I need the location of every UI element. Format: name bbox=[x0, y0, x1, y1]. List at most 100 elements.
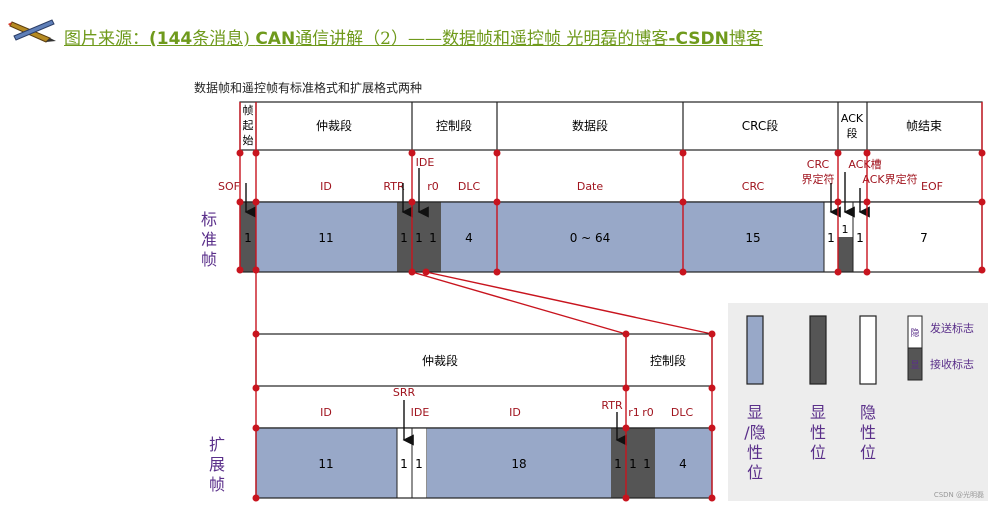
bit-data bbox=[497, 202, 683, 272]
field-date: Date bbox=[577, 180, 604, 193]
bit-ack-slot-dark bbox=[838, 237, 853, 272]
bitval-crc-delim: 1 bbox=[827, 231, 835, 245]
ext-bit-dlc bbox=[655, 428, 712, 498]
legend-panel: 显 /隐 性 位 显 性 位 隐 性 位 隐 显 发送标志 接收标志 CSDN … bbox=[728, 303, 988, 501]
field-crc-delim-1: CRC bbox=[807, 158, 830, 171]
legend-dominant-2: 性 bbox=[810, 423, 826, 442]
row-label-ext-2: 展 bbox=[209, 455, 225, 474]
ext-field-dlc: DLC bbox=[671, 406, 694, 419]
source-csdn: -CSDN bbox=[668, 29, 729, 49]
ext-bitval-id-b: 18 bbox=[511, 457, 526, 471]
field-ide: IDE bbox=[416, 156, 435, 169]
field-crc-delim-2: 界定符 bbox=[802, 172, 835, 186]
ext-bitval-dlc: 4 bbox=[679, 457, 687, 471]
ext-bitval-srr: 1 bbox=[400, 457, 408, 471]
seg-data: 数据段 bbox=[572, 118, 608, 133]
seg-sof-2: 起 bbox=[243, 119, 254, 132]
ext-seg-arbitration: 仲裁段 bbox=[422, 353, 458, 368]
extended-segment-row bbox=[255, 333, 713, 387]
legend-watermark: CSDN @光明磊 bbox=[934, 490, 984, 499]
legend-swatch-dominant bbox=[809, 315, 827, 385]
ext-field-id-b: ID bbox=[509, 406, 521, 419]
ext-bitval-ide: 1 bbox=[415, 457, 423, 471]
seg-ack-1: ACK bbox=[841, 112, 864, 125]
field-sof: SOF bbox=[218, 180, 240, 193]
field-rtr: RTR bbox=[383, 180, 405, 193]
page-header: 图片来源：(144条消息) CAN通信讲解（2）——数据帧和遥控帧 光明磊的博客… bbox=[0, 0, 994, 56]
seg-eof: 帧结束 bbox=[906, 119, 942, 133]
field-dlc: DLC bbox=[458, 180, 481, 193]
diagram-caption: 数据帧和遥控帧有标准格式和扩展格式两种 bbox=[194, 80, 422, 95]
field-id: ID bbox=[320, 180, 332, 193]
legend-dominant-1: 显 bbox=[810, 403, 826, 422]
bit-r0 bbox=[426, 202, 441, 272]
ext-bit-r0 bbox=[640, 428, 655, 498]
field-ack-slot: ACK槽 bbox=[848, 158, 881, 171]
bitval-dlc: 4 bbox=[465, 231, 473, 245]
ext-bit-r1 bbox=[626, 428, 640, 498]
ext-field-id-a: ID bbox=[320, 406, 332, 419]
legend-dominant-3: 位 bbox=[810, 443, 826, 462]
ext-bitval-id-a: 11 bbox=[318, 457, 333, 471]
bitval-ide: 1 bbox=[415, 231, 423, 245]
legend-recessive-2: 性 bbox=[860, 423, 876, 442]
source-msg: 条消息) bbox=[192, 29, 256, 49]
source-blog: 博客 bbox=[728, 29, 763, 49]
bit-sof bbox=[240, 202, 256, 272]
bit-dlc bbox=[441, 202, 497, 272]
source-link[interactable]: 图片来源：(144条消息) CAN通信讲解（2）——数据帧和遥控帧 光明磊的博客… bbox=[64, 24, 763, 49]
bitval-data: 0 ~ 64 bbox=[570, 231, 611, 245]
seg-sof-3: 始 bbox=[243, 133, 254, 147]
legend-swatch-recessive bbox=[859, 315, 877, 385]
bitval-sof: 1 bbox=[244, 231, 252, 245]
legend-mixed-1: 显 bbox=[747, 403, 763, 422]
seg-ack-2: 段 bbox=[847, 126, 858, 140]
bitval-id: 11 bbox=[318, 231, 333, 245]
ext-field-r0: r0 bbox=[642, 406, 654, 419]
ext-field-rtr: RTR bbox=[601, 399, 623, 412]
row-label-std-3: 帧 bbox=[201, 250, 217, 269]
legend-small-bottom: 显 bbox=[910, 360, 919, 371]
ext-bitval-rtr: 1 bbox=[614, 457, 622, 471]
legend-send-label: 发送标志 bbox=[930, 321, 974, 335]
bitval-rtr: 1 bbox=[400, 231, 408, 245]
extended-frame: 仲裁段 控制段 ID SRR IDE ID RTR r1 r0 DLC 11 1… bbox=[209, 330, 716, 502]
source-title: 通信讲解（2）——数据帧和遥控帧 光明磊的博客 bbox=[295, 29, 669, 49]
ext-bitval-r0: 1 bbox=[643, 457, 651, 471]
seg-arbitration: 仲裁段 bbox=[316, 118, 352, 133]
seg-sof-1: 帧 bbox=[243, 103, 254, 117]
legend-small-top: 隐 bbox=[910, 327, 919, 339]
bit-id bbox=[256, 202, 397, 272]
bit-ide bbox=[412, 202, 426, 272]
legend-swatch-mixed bbox=[746, 315, 764, 385]
bitval-ack-delim: 1 bbox=[856, 231, 864, 245]
bit-crc bbox=[683, 202, 824, 272]
bitval-r0: 1 bbox=[429, 231, 437, 245]
ext-bit-id-a bbox=[256, 428, 397, 498]
field-eof: EOF bbox=[921, 180, 943, 193]
ext-seg-control: 控制段 bbox=[650, 353, 686, 368]
row-label-std-2: 准 bbox=[201, 230, 217, 249]
row-label-ext-1: 扩 bbox=[209, 435, 225, 454]
legend-recv-swatch bbox=[907, 347, 923, 381]
row-label-std-1: 标 bbox=[201, 210, 217, 229]
legend-recessive-3: 位 bbox=[860, 443, 876, 462]
bitval-ack-slot: 1 bbox=[842, 223, 849, 236]
field-r0: r0 bbox=[427, 180, 439, 193]
legend-recv-label: 接收标志 bbox=[930, 357, 974, 371]
ext-field-srr: SRR bbox=[393, 386, 416, 399]
ext-bit-id-b bbox=[427, 428, 611, 498]
field-ack-delim: ACK界定符 bbox=[862, 172, 917, 186]
bitval-crc: 15 bbox=[745, 231, 760, 245]
ext-field-r1: r1 bbox=[628, 406, 640, 419]
standard-frame: 帧 起 始 仲裁段 控制段 数据段 CRC段 ACK 段 帧结束 bbox=[201, 101, 986, 335]
pen-pencil-icon bbox=[8, 19, 56, 43]
legend-recessive-1: 隐 bbox=[860, 403, 876, 422]
legend-mixed-3: 性 bbox=[747, 443, 763, 462]
seg-crc: CRC段 bbox=[742, 118, 779, 133]
ext-field-ide: IDE bbox=[411, 406, 430, 419]
source-prefix: 图片来源： bbox=[64, 29, 149, 49]
row-label-ext-3: 帧 bbox=[209, 475, 225, 494]
